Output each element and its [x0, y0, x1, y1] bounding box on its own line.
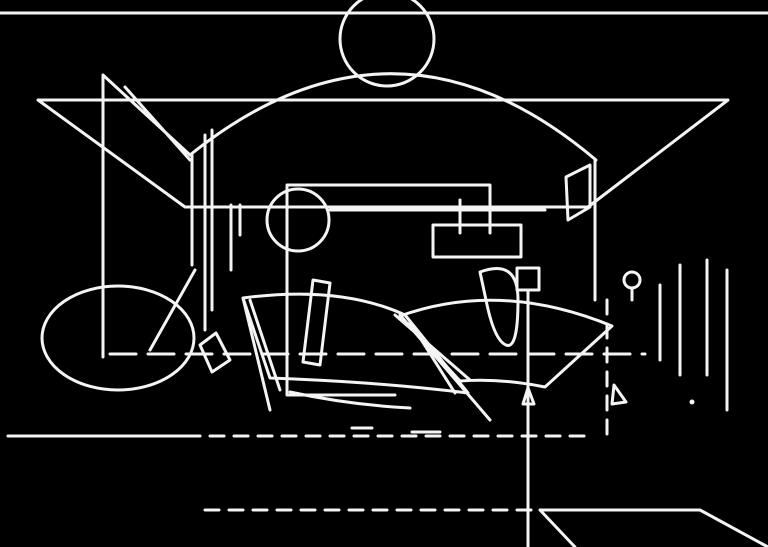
small-square: [515, 266, 541, 292]
right-small-quad: [564, 163, 592, 222]
small-ring: [622, 270, 642, 290]
central-frame: [285, 183, 492, 397]
right-dot: [689, 399, 695, 405]
small-pennant-right: [610, 383, 628, 406]
right-vertical-sticks: [658, 258, 729, 412]
top-circle: [338, 0, 436, 88]
right-fan: [398, 298, 614, 389]
bottom-right-trapezoid: [538, 508, 768, 547]
dome-arc: [188, 72, 598, 162]
tall-tilted-rect: [301, 278, 332, 367]
left-wedge: [101, 73, 192, 359]
left-ellipse: [40, 284, 196, 392]
upper-right-rect: [431, 223, 523, 259]
small-step-marks: [350, 426, 442, 434]
ellipse-diagonal: [148, 268, 197, 352]
teardrop-shape: [478, 267, 520, 347]
lower-fan-curve: [288, 390, 412, 410]
crossing-diagonals: [393, 313, 492, 422]
bar-under-rect: [328, 198, 547, 235]
inverted-trapezoid: [36, 98, 730, 209]
left-vertical-lines: [190, 128, 242, 332]
small-tilted-rect: [198, 331, 232, 374]
middle-circle: [265, 187, 331, 253]
left-fan-stroke: [241, 296, 282, 412]
